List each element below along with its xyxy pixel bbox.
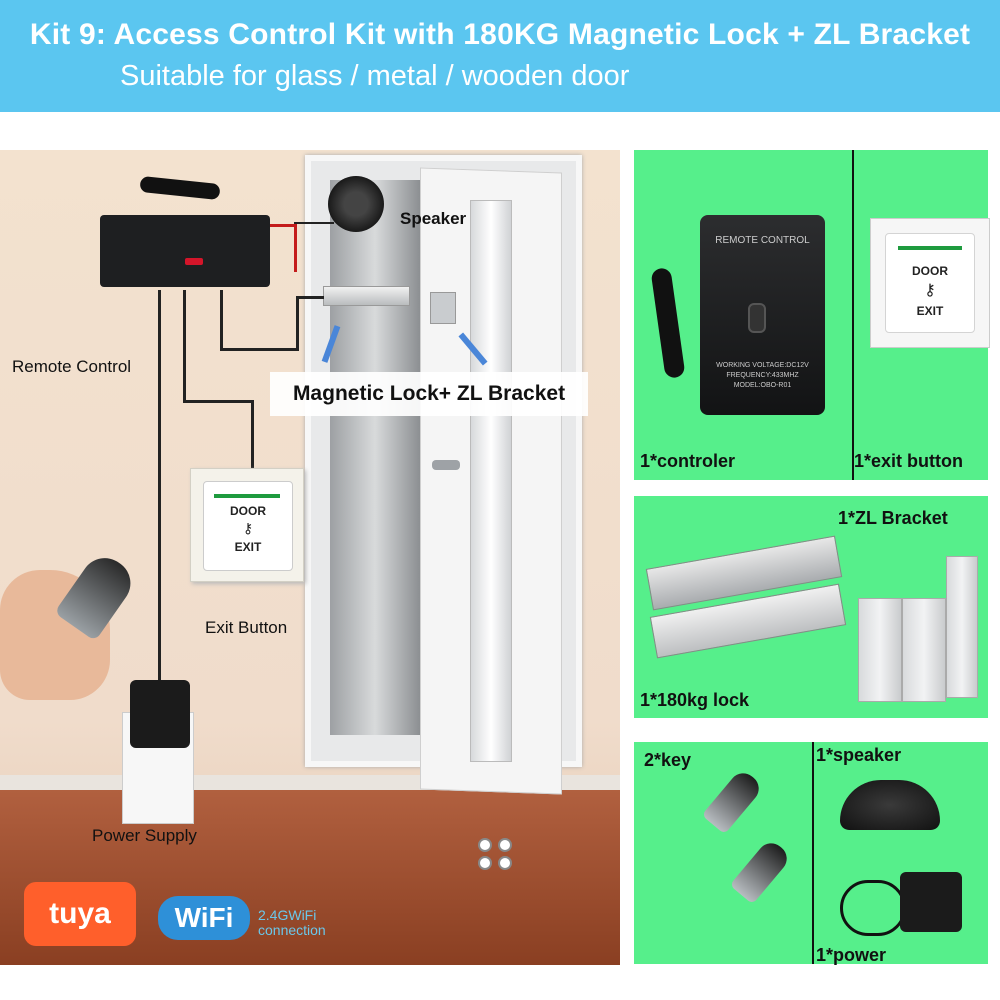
power-adapter: [130, 680, 190, 748]
panel-divider: [812, 742, 814, 964]
controller-led: [185, 258, 203, 265]
speaker-wire-red-v: [294, 224, 297, 272]
exit-indicator-bar-right: [898, 246, 962, 250]
zl-bracket-piece: [902, 598, 946, 702]
power-wire: [158, 290, 161, 680]
power-supply-label: Power Supply: [92, 826, 197, 845]
speaker-product: [840, 780, 940, 830]
label-exit-button: 1*exit button: [854, 451, 964, 471]
door-opening: [330, 180, 420, 735]
lock-wire-h: [220, 348, 298, 351]
magnetic-lock: [323, 286, 410, 306]
lock-callout: Magnetic Lock+ ZL Bracket: [292, 382, 566, 405]
exit-exit-text-right: EXIT: [916, 304, 944, 318]
exit-door-text-right: DOOR: [912, 264, 948, 278]
exit-exit-text: EXIT: [234, 540, 262, 554]
zl-bracket-piece: [858, 598, 902, 702]
label-controller: 1*controler: [640, 451, 736, 471]
exit-button-plate: DOOR ⚷ EXIT: [203, 481, 293, 571]
panel-divider: [852, 150, 854, 480]
label-lock: 1*180kg lock: [640, 690, 750, 710]
door-handle: [432, 460, 460, 470]
controller-led-right: [748, 303, 766, 333]
page-title: Kit 9: Access Control Kit with 180KG Mag…: [29, 18, 971, 51]
power-cable: [840, 880, 906, 936]
exit-button-product: DOOR ⚷ EXIT: [870, 218, 990, 348]
exit-wire-h: [183, 400, 253, 403]
speaker-wire: [294, 222, 334, 224]
wifi-note: 2.4GWiFi connection: [258, 907, 326, 938]
callout-box: [270, 372, 588, 416]
lock-wire-end: [296, 296, 324, 299]
lock-wire: [220, 290, 223, 350]
controller-device: [100, 215, 270, 287]
tuya-logo: tuya: [24, 882, 136, 946]
remote-control-label: Remote Control: [12, 357, 132, 376]
exit-button-plate-right: DOOR ⚷ EXIT: [885, 233, 975, 333]
key-icon: ⚷: [924, 282, 936, 299]
label-power: 1*power: [816, 945, 887, 965]
speaker-label: Speaker: [400, 209, 467, 228]
header-banner: Kit 9: Access Control Kit with 180KG Mag…: [0, 0, 1000, 112]
exit-door-text: DOOR: [230, 504, 266, 518]
label-zl-bracket: 1*ZL Bracket: [838, 508, 948, 528]
label-speaker: 1*speaker: [816, 745, 902, 765]
controller-product: REMOTE CONTROL WORKING VOLTAGE:DC12V FRE…: [700, 215, 825, 415]
speaker-icon: [328, 176, 384, 232]
page-subtitle: Suitable for glass / metal / wooden door: [120, 60, 630, 92]
exit-button-label: Exit Button: [205, 618, 288, 637]
zl-bracket: [430, 292, 456, 324]
controller-info-text: WORKING VOLTAGE:DC12V FREQUENCY:433MHZ M…: [716, 362, 809, 389]
speaker-wire-red: [268, 224, 296, 227]
exit-wire-v: [251, 400, 254, 468]
label-key: 2*key: [644, 750, 692, 770]
door-glass: [470, 200, 512, 762]
exit-wire: [183, 290, 186, 402]
key-icon: ⚷: [242, 520, 254, 536]
exit-indicator-bar: [214, 494, 280, 498]
controller-top-text: REMOTE CONTROL: [715, 235, 810, 246]
wifi-icon: WiFi: [158, 896, 250, 940]
zl-bracket-piece: [946, 556, 978, 698]
power-adapter-product: [900, 872, 962, 932]
lock-wire-v: [296, 296, 299, 351]
exit-button-device: DOOR ⚷ EXIT: [190, 468, 304, 582]
